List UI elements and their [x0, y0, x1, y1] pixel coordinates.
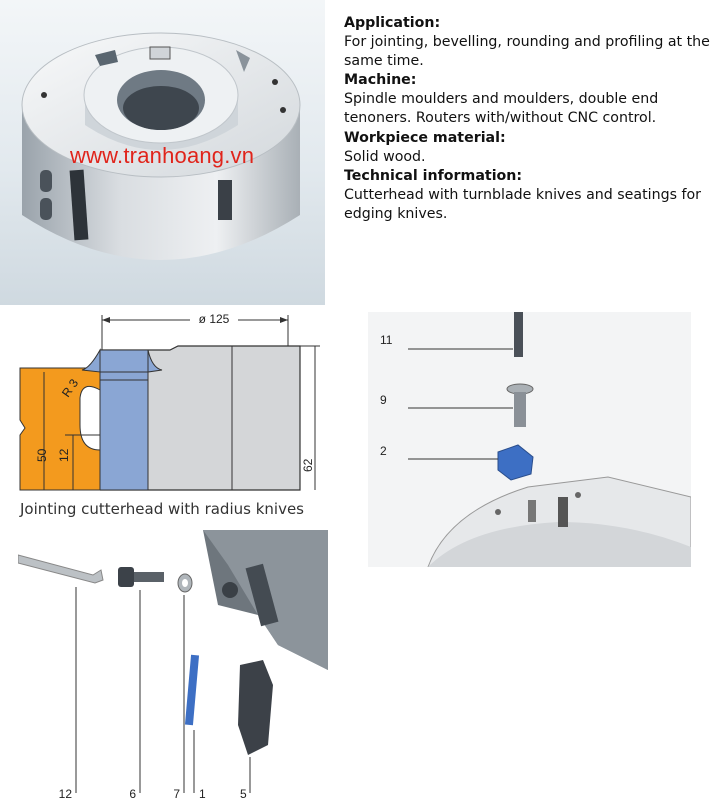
- part-1-label: 1: [199, 787, 206, 801]
- workpiece-heading: Workpiece material:: [344, 129, 506, 146]
- cutterhead-image: [21, 32, 301, 260]
- parts-diagram: 11 9 2: [368, 312, 691, 567]
- part-11-label: 11: [380, 333, 393, 347]
- part-6-label: 6: [129, 787, 136, 801]
- diameter-label: ø 125: [199, 312, 230, 326]
- part-12-label: 12: [59, 787, 73, 801]
- drawing-caption: Jointing cutterhead with radius knives: [20, 500, 304, 518]
- watermark-text: www.tranhoang.vn: [70, 143, 255, 168]
- dim-12-label: 12: [57, 448, 71, 462]
- application-heading: Application:: [344, 15, 441, 31]
- part-2-label: 2: [380, 444, 387, 458]
- application-text: For jointing, bevelling, rounding and pr…: [344, 34, 710, 70]
- product-info: Application: For jointing, bevelling, ro…: [344, 14, 710, 224]
- product-photo: www.tranhoang.vn: [0, 0, 325, 305]
- technical-drawing: ø 125 R 3 50 12 62: [0, 310, 325, 495]
- part-9-label: 9: [380, 393, 387, 407]
- machine-text: Spindle moulders and moulders, double en…: [344, 91, 659, 127]
- workpiece-text: Solid wood.: [344, 148, 426, 165]
- technical-heading: Technical information:: [344, 167, 523, 184]
- technical-text: Cutterhead with turnblade knives and sea…: [344, 186, 701, 222]
- part-7-label: 7: [173, 787, 180, 801]
- exploded-view: 12 6 7 1 5: [17, 525, 338, 803]
- dim-62-label: 62: [301, 458, 315, 472]
- machine-heading: Machine:: [344, 72, 417, 89]
- part-5-label: 5: [240, 787, 247, 801]
- dim-50-label: 50: [35, 448, 49, 462]
